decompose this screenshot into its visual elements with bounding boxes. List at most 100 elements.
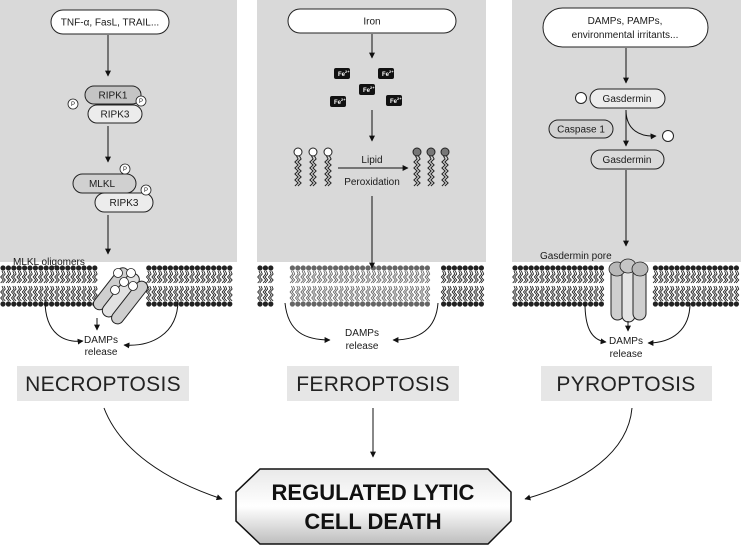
phospholipid bbox=[440, 265, 447, 307]
ripk1-label: RIPK1 bbox=[99, 91, 128, 102]
phospholipid bbox=[522, 265, 529, 307]
fe-charge: 2+ bbox=[341, 97, 346, 102]
ripk1-pill bbox=[84, 85, 142, 105]
damps-label: DAMPs bbox=[345, 328, 379, 339]
fe-charge: 2+ bbox=[389, 69, 394, 74]
phospholipid bbox=[172, 265, 179, 307]
phospho-label: P bbox=[71, 102, 75, 108]
gasdermin-pore bbox=[608, 258, 649, 323]
phospholipid bbox=[54, 265, 60, 307]
phospholipid bbox=[332, 265, 339, 307]
phospholipid bbox=[145, 265, 152, 307]
phospholipid bbox=[478, 265, 485, 307]
fe-label: Fe bbox=[390, 99, 398, 105]
phospholipid bbox=[359, 265, 366, 307]
lipids bbox=[293, 147, 450, 187]
phospholipid bbox=[397, 265, 404, 307]
phospholipid bbox=[294, 265, 301, 307]
phospholipid bbox=[0, 265, 6, 307]
phospholipid bbox=[16, 265, 23, 307]
pyroptosis-title-box bbox=[541, 366, 712, 401]
fe2-ion: Fe2+ bbox=[334, 68, 350, 79]
release-arrow bbox=[44, 299, 84, 345]
ripk3-pill bbox=[94, 192, 154, 213]
phospho-circle bbox=[140, 184, 152, 196]
fe2-ion: Fe2+ bbox=[386, 95, 402, 106]
phospholipid bbox=[194, 265, 201, 307]
phospholipid bbox=[462, 265, 469, 307]
phospholipid bbox=[593, 265, 599, 307]
phospholipid bbox=[544, 265, 551, 307]
phospholipid bbox=[262, 265, 269, 307]
caspase-1-pill bbox=[548, 119, 614, 139]
phospho-label: P bbox=[123, 167, 127, 173]
phospholipid bbox=[657, 265, 664, 307]
fe2-ion: Fe2+ bbox=[378, 68, 394, 79]
phospholipid bbox=[43, 265, 50, 307]
necroptosis-pathway: TNF-α, FasL, TRAIL... RIPK1 RIPK3 P P ML… bbox=[13, 9, 189, 401]
phospholipid bbox=[381, 265, 388, 307]
phospholipid bbox=[226, 265, 233, 307]
phospholipid bbox=[539, 265, 545, 307]
phospholipid bbox=[419, 265, 425, 307]
peroxidized-lipid bbox=[426, 147, 436, 187]
cell-membranes bbox=[0, 265, 740, 307]
phospho-circle bbox=[67, 98, 79, 110]
fe2-ion: Fe2+ bbox=[330, 96, 346, 107]
phospholipid bbox=[365, 265, 371, 307]
phospholipid bbox=[162, 265, 168, 307]
phospholipid bbox=[446, 265, 452, 307]
phospholipid bbox=[473, 265, 479, 307]
phospholipid bbox=[566, 265, 572, 307]
necroptosis-title: NECROPTOSIS bbox=[25, 373, 181, 396]
release-arrow bbox=[284, 302, 331, 343]
phospholipid bbox=[674, 265, 680, 307]
mlkl-oligomers-label: MLKL oligomers bbox=[13, 257, 85, 268]
pyroptosis-trigger-line1: DAMPs, PAMPs, bbox=[588, 16, 663, 27]
fe-label: Fe bbox=[334, 100, 342, 106]
phospholipid bbox=[517, 265, 524, 307]
phospholipid bbox=[48, 265, 55, 307]
phospholipid bbox=[75, 265, 82, 307]
phospholipid bbox=[205, 265, 212, 307]
phospholipid bbox=[21, 265, 28, 307]
release-arrow bbox=[647, 302, 691, 346]
release-label: release bbox=[85, 347, 118, 358]
phospholipid bbox=[221, 265, 228, 307]
phospholipid bbox=[402, 265, 409, 307]
phospholipid bbox=[199, 265, 206, 307]
phospholipid bbox=[59, 265, 66, 307]
release-arrow bbox=[392, 302, 439, 343]
phospholipid bbox=[27, 265, 33, 307]
phospholipid bbox=[189, 265, 195, 307]
gasdermin-pore-label: Gasdermin pore bbox=[540, 251, 612, 262]
mlkl-label: MLKL bbox=[89, 179, 116, 190]
phospholipid bbox=[386, 265, 393, 307]
outcome-line2: CELL DEATH bbox=[304, 509, 441, 534]
ripk3-label: RIPK3 bbox=[101, 110, 130, 121]
phospholipid bbox=[456, 265, 463, 307]
phospholipid bbox=[216, 265, 222, 307]
iron-ions: Fe2+Fe2+Fe2+Fe2+Fe2+ bbox=[330, 68, 402, 107]
pyroptosis-trigger-line2: environmental irritants... bbox=[572, 30, 679, 41]
phospho-circle bbox=[119, 277, 129, 287]
phospholipid bbox=[549, 265, 556, 307]
ripk3-pill bbox=[87, 104, 143, 124]
phospholipid bbox=[257, 265, 263, 307]
phospholipid bbox=[528, 265, 535, 307]
phospholipid bbox=[717, 265, 724, 307]
ferroptosis-trigger: Iron bbox=[363, 17, 380, 28]
release-label: release bbox=[610, 349, 643, 360]
phospholipid bbox=[722, 265, 729, 307]
release-arrow bbox=[123, 299, 179, 349]
pyroptosis-trigger-box bbox=[542, 7, 709, 48]
fe2-ion: Fe2+ bbox=[359, 84, 375, 95]
phospholipid bbox=[267, 265, 274, 307]
phospho-label: P bbox=[139, 99, 143, 105]
pyroptosis-title: PYROPTOSIS bbox=[556, 373, 695, 396]
phospholipid bbox=[408, 265, 415, 307]
phospholipid bbox=[343, 265, 350, 307]
phospholipid bbox=[711, 265, 718, 307]
phospho-circle bbox=[128, 281, 138, 291]
